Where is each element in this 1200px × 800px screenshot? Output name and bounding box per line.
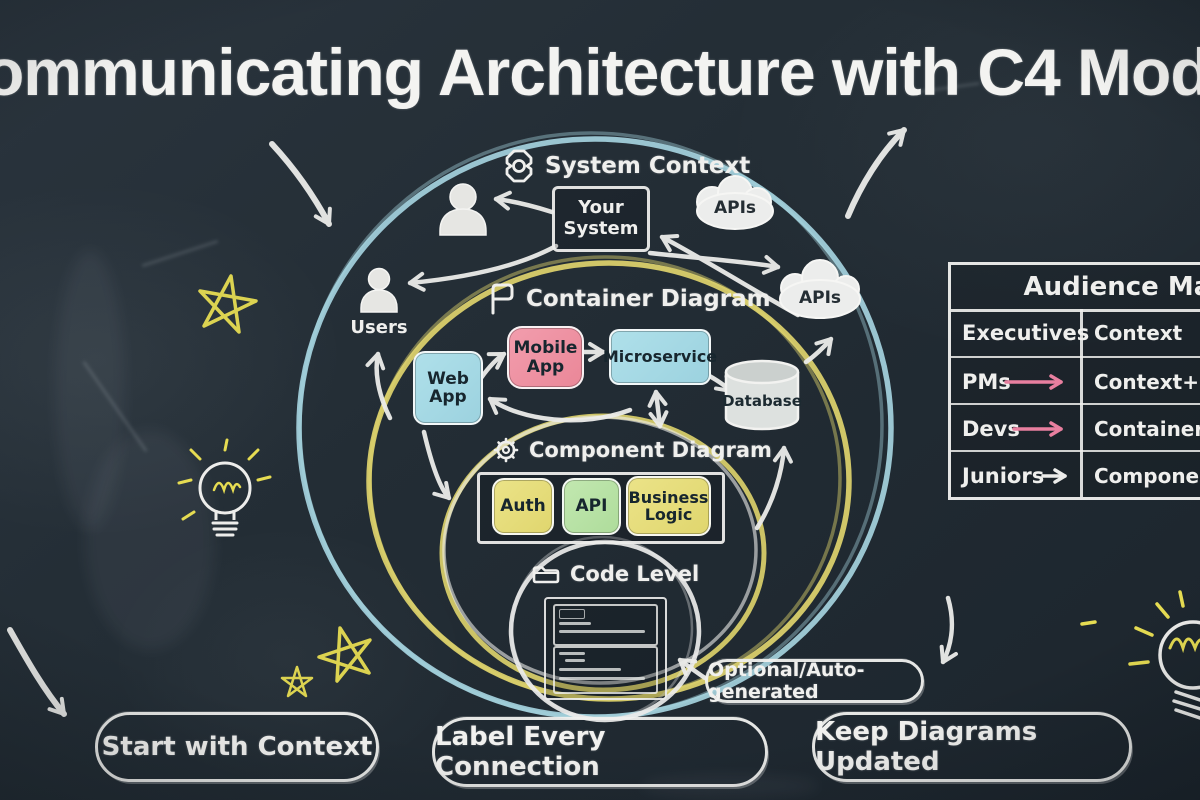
table-row: Devs Container+Component [951, 405, 1200, 452]
apis-cloud-right: APIs [779, 259, 861, 319]
auth-box: Auth [492, 478, 554, 535]
tip-label: Label Every Connection [435, 722, 606, 782]
code-level-text: Code Level [570, 562, 700, 586]
web-app-box: Web App [413, 351, 483, 425]
gear-icon [505, 149, 533, 183]
arrow-webapp-to-users [365, 351, 393, 421]
white-arrow-icon [1041, 467, 1067, 484]
arrow-system-to-users [407, 243, 559, 292]
api-label: API [575, 496, 608, 517]
star-icon [317, 626, 372, 683]
web-app-label: Web App [427, 368, 469, 407]
decor-arrow-top-left [269, 141, 332, 227]
mobile-app-box: Mobile App [507, 326, 584, 389]
tip-pill-start-with-context: Start with Context [95, 712, 379, 782]
microservice-label: Microservice [602, 347, 718, 367]
your-system-label: Your System [563, 197, 639, 239]
star-icon [198, 274, 258, 334]
business-logic-box: Business Logic [626, 476, 711, 536]
arrow-to-keep-diagrams [939, 595, 958, 665]
tip-label: Start with Context [101, 732, 373, 762]
system-context-text: System Context [545, 153, 751, 179]
arrow-system-to-person [493, 190, 555, 215]
component-diagram-label: Component Diagram [492, 435, 772, 465]
container-diagram-text: Container Diagram [526, 286, 771, 312]
table-row: Juniors Component+Code [951, 452, 1200, 499]
decor-arrow-top-right [845, 127, 907, 219]
code-block [553, 604, 658, 646]
level-cell: Context+Container [1094, 369, 1200, 394]
microservice-box: Microservice [603, 329, 717, 385]
arrow-webapp-to-component [421, 429, 452, 501]
code-block [553, 646, 658, 694]
system-context-label: System Context [502, 148, 750, 184]
code-tag [559, 609, 585, 619]
tip-pill-keep-diagrams-updated: Keep Diagrams Updated [812, 712, 1132, 782]
table-row: Executives Context [951, 309, 1200, 356]
audience-mapping-table: Audience Mapping Executives Context PMs … [948, 262, 1200, 500]
gear-icon [493, 437, 519, 463]
container-flag-icon [491, 283, 514, 315]
arrow-webapp-to-mobileapp [478, 351, 507, 381]
svg-text:APIs: APIs [799, 288, 841, 308]
database-cylinder: Database [722, 359, 802, 431]
database-label: Database [722, 392, 802, 410]
users-person-icon [360, 267, 398, 313]
business-logic-label: Business Logic [628, 487, 709, 524]
mobile-app-label: Mobile App [513, 338, 578, 377]
optional-note-label: Optional/Auto-generated [708, 659, 865, 703]
code-snippet-box [544, 597, 667, 700]
lightbulb-icon [1080, 590, 1200, 720]
decor-arrow-bottom-left [7, 627, 67, 717]
level-cell: Container+Component [1094, 416, 1200, 441]
tip-label: Keep Diagrams Updated [815, 717, 1038, 777]
level-cell: Component+Code [1094, 463, 1200, 488]
arrow-microservice-to-webapp [487, 396, 633, 423]
person-icon [439, 183, 487, 236]
tip-pill-label-every-connection: Label Every Connection [432, 717, 768, 787]
audience-cell: Juniors [962, 463, 1045, 488]
folder-icon [532, 566, 560, 584]
users-label: Users [350, 317, 408, 338]
your-system-box: Your System [552, 186, 650, 252]
audience-cell: Executives [962, 320, 1090, 345]
svg-text:APIs: APIs [714, 198, 756, 218]
optional-note-pill: Optional/Auto-generated [705, 659, 924, 703]
table-row: PMs Context+Container [951, 358, 1200, 405]
pink-arrow-icon [1012, 420, 1063, 437]
star-icon [280, 665, 314, 698]
page-title: Communicating Architecture with C4 Model [0, 35, 1200, 109]
component-diagram-text: Component Diagram [529, 438, 772, 462]
level-cell: Context [1094, 320, 1183, 345]
lightbulb-icon [177, 438, 272, 537]
auth-label: Auth [500, 496, 546, 517]
api-box: API [562, 478, 621, 535]
pink-arrow-icon [1004, 373, 1063, 390]
container-diagram-label: Container Diagram [487, 282, 771, 316]
arrow-database-to-apis [803, 336, 834, 365]
table-title: Audience Mapping [1023, 272, 1200, 302]
arrow-microservice-component-bidirectional [647, 389, 669, 429]
code-level-label: Code Level [531, 561, 699, 587]
